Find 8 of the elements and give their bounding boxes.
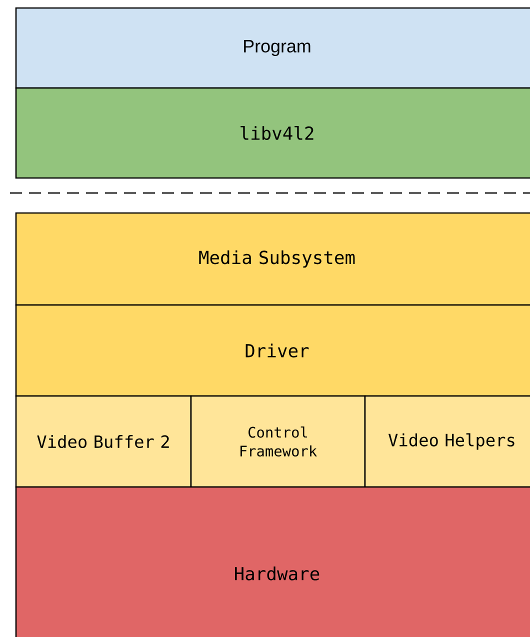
layer-label: Media Subsystem [199, 250, 355, 268]
layer-label: Program [244, 40, 310, 56]
layer-label: Video Helpers [388, 433, 514, 450]
layer-label: Hardware [235, 566, 320, 580]
layer-label: Video Buffer 2 [37, 434, 169, 448]
layer-label: Control Framework [240, 426, 317, 457]
layer-label: Driver [246, 344, 309, 358]
layer-label: libv4l2 [240, 126, 314, 140]
